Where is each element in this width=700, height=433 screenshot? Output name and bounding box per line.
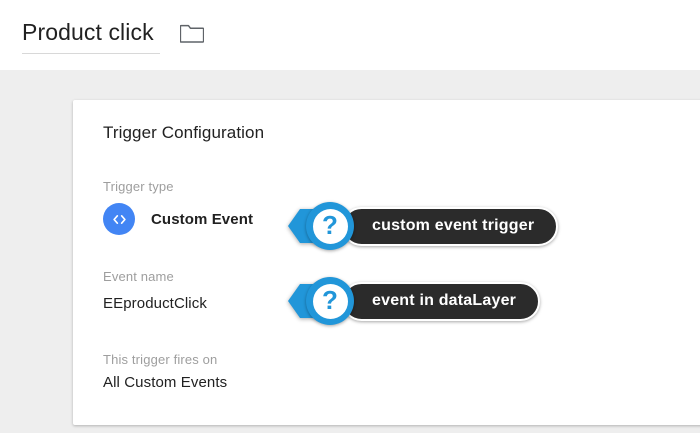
code-brackets-icon [103,203,135,235]
question-mark-icon: ? [306,202,354,250]
question-mark-inner: ? [312,208,348,244]
annotation-callout-event-in-datalayer: ? event in dataLayer [286,277,541,325]
question-mark-glyph: ? [322,285,338,315]
callout-pill: custom event trigger [342,206,559,246]
folder-icon[interactable] [179,22,205,43]
callout-pill: event in dataLayer [342,281,541,321]
question-mark-inner: ? [312,283,348,319]
field-label-fires-on: This trigger fires on [103,352,218,367]
field-trigger-type: Trigger type Custom Event [103,178,253,235]
field-value-fires-on: All Custom Events [103,374,228,391]
callout-label: custom event trigger [372,217,535,234]
trigger-type-value: Custom Event [151,210,254,228]
page-body: Trigger Configuration Trigger type Custo… [0,70,700,433]
field-fires-on: This trigger fires on All Custom Events [103,351,227,393]
trigger-configuration-card: Trigger Configuration Trigger type Custo… [73,100,700,425]
header-title-group: Product click [22,17,205,54]
callout-label: event in dataLayer [372,292,517,309]
question-mark-icon: ? [306,277,354,325]
field-value-event-name: EEproductClick [103,295,207,312]
field-event-name: Event name EEproductClick [103,268,207,314]
field-label-event-name: Event name [103,269,174,284]
page-header: Product click [0,0,700,70]
page-title[interactable]: Product click [22,17,160,54]
annotation-callout-custom-event-trigger: ? custom event trigger [286,202,559,250]
card-heading: Trigger Configuration [103,123,265,142]
question-mark-glyph: ? [322,210,338,240]
field-label-trigger-type: Trigger type [103,179,174,194]
trigger-type-row[interactable]: Custom Event [103,203,253,235]
